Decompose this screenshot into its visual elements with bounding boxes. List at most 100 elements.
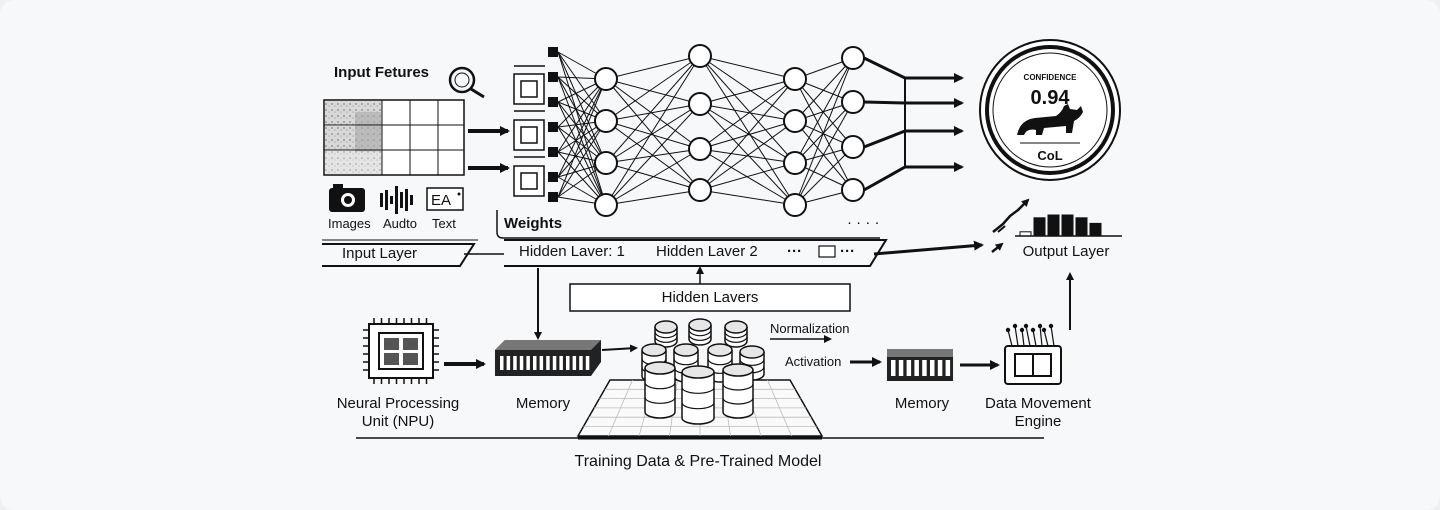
- activation-label: Activation: [785, 354, 841, 369]
- audio-waveform-icon: [380, 186, 413, 214]
- modality-label-audio: Audto: [383, 216, 417, 231]
- connection-line: [605, 103, 701, 164]
- connection-line: [605, 189, 701, 206]
- input-neuron-boxes: [513, 65, 545, 197]
- hidden-layer-1-label: Hidden Laver: 1: [519, 243, 625, 260]
- connection-line: [557, 120, 607, 178]
- neuron-node: [688, 178, 712, 202]
- connection-line: [605, 148, 701, 164]
- npu-label-line2: Unit (NPU): [362, 413, 435, 430]
- hidden-layer-ellipsis: ···: [787, 243, 802, 260]
- neuron-node: [594, 67, 618, 91]
- connection-line: [699, 103, 796, 164]
- dme-label-line2: Engine: [1015, 413, 1062, 430]
- modality-label-text: Text: [432, 216, 456, 231]
- connection-line: [699, 55, 796, 80]
- output-distribution: [991, 198, 1122, 253]
- hidden-layer-ellipsis-2: ···: [840, 243, 855, 260]
- neuron-node: [783, 67, 807, 91]
- connection-line: [699, 55, 796, 206]
- connection-line: [699, 78, 796, 150]
- connection-line: [557, 76, 607, 164]
- output-bar: [1047, 214, 1060, 237]
- connection-line: [699, 55, 796, 164]
- modality-label-images: Images: [328, 216, 371, 231]
- connection-line: [794, 57, 854, 164]
- database-cylinders-icon: [641, 318, 765, 425]
- connection-line: [557, 78, 607, 178]
- more-nodes-ellipsis: · · · ·: [847, 214, 879, 231]
- text-icon-glyph: EA: [431, 192, 451, 209]
- connection-line: [699, 120, 796, 191]
- connection-line: [794, 146, 854, 206]
- output-bar: [1033, 217, 1046, 237]
- connection-line: [557, 78, 607, 198]
- confidence-value: 0.94: [1031, 87, 1071, 109]
- connection-line: [699, 78, 796, 105]
- output-bars: [1019, 214, 1102, 237]
- text-icon: EA: [426, 187, 464, 211]
- connection-line: [794, 57, 854, 206]
- database-cylinder: [722, 363, 754, 419]
- neuron-node: [688, 92, 712, 116]
- neuron-node: [783, 151, 807, 175]
- confidence-gauge: CONFIDENCE 0.94 CoL: [979, 39, 1121, 181]
- connection-line: [699, 189, 796, 206]
- output-bar: [1089, 222, 1102, 237]
- connection-line: [794, 78, 854, 148]
- magnifier-icon: [448, 66, 485, 99]
- output-arrow: [863, 98, 964, 108]
- confidence-label: CONFIDENCE: [1024, 73, 1078, 82]
- hidden-layers-band: Hidden Laver: 1 Hidden Laver 2 ··· ···: [504, 239, 888, 267]
- network-connections: [557, 51, 854, 206]
- neuron-node: [783, 109, 807, 133]
- data-movement-engine-icon: [1004, 323, 1062, 385]
- output-arrow: [863, 126, 964, 149]
- connection-line: [605, 148, 701, 206]
- cat-silhouette-icon: [1017, 104, 1083, 135]
- hidden-layer-placeholder-box: [818, 245, 836, 258]
- input-feature-grid: [323, 99, 465, 176]
- database-cylinder: [724, 320, 748, 348]
- connection-line: [557, 51, 607, 164]
- weights-tab: Weights: [496, 210, 880, 239]
- connection-line: [605, 78, 701, 150]
- output-arrows: [863, 56, 964, 192]
- neuron-node: [841, 90, 865, 114]
- connection-line: [557, 101, 607, 164]
- connection-line: [557, 51, 607, 122]
- output-bar: [1061, 214, 1074, 237]
- output-bar: [1075, 217, 1088, 237]
- connection-line: [605, 103, 701, 206]
- neuron-node: [594, 151, 618, 175]
- hidden-to-output-arrow: [873, 240, 984, 256]
- output-arrow: [863, 56, 964, 83]
- hidden-layer-2-label: Hidden Laver 2: [656, 243, 758, 260]
- database-cylinder: [688, 318, 712, 346]
- neuron-node: [783, 193, 807, 217]
- input-ports: [548, 47, 558, 202]
- connection-line: [605, 103, 701, 122]
- dme-label-line1: Data Movement: [985, 395, 1092, 412]
- weights-label: Weights: [504, 215, 562, 232]
- neuron-node: [841, 135, 865, 159]
- connection-line: [557, 120, 607, 198]
- neuron-node: [594, 109, 618, 133]
- npu-label-line1: Neural Processing: [337, 395, 460, 412]
- chip-icon: [363, 318, 439, 384]
- connection-line: [605, 55, 701, 80]
- connection-line: [605, 55, 701, 164]
- connection-line: [605, 78, 701, 105]
- connection-line: [794, 57, 854, 122]
- memory-to-data-arrow: [601, 344, 638, 353]
- footer-caption: Training Data & Pre-Trained Model: [575, 453, 822, 470]
- connection-line: [699, 78, 796, 191]
- network-neurons: [594, 44, 865, 217]
- input-features-title: Input Fetures: [334, 64, 429, 81]
- database-cylinder: [644, 361, 676, 419]
- output-trend-arrows: [991, 198, 1030, 253]
- normalization-label: Normalization: [770, 321, 849, 336]
- hidden-layers-group-label: Hidden Lavers: [662, 289, 759, 306]
- hidden-layers-group-box: [569, 283, 851, 312]
